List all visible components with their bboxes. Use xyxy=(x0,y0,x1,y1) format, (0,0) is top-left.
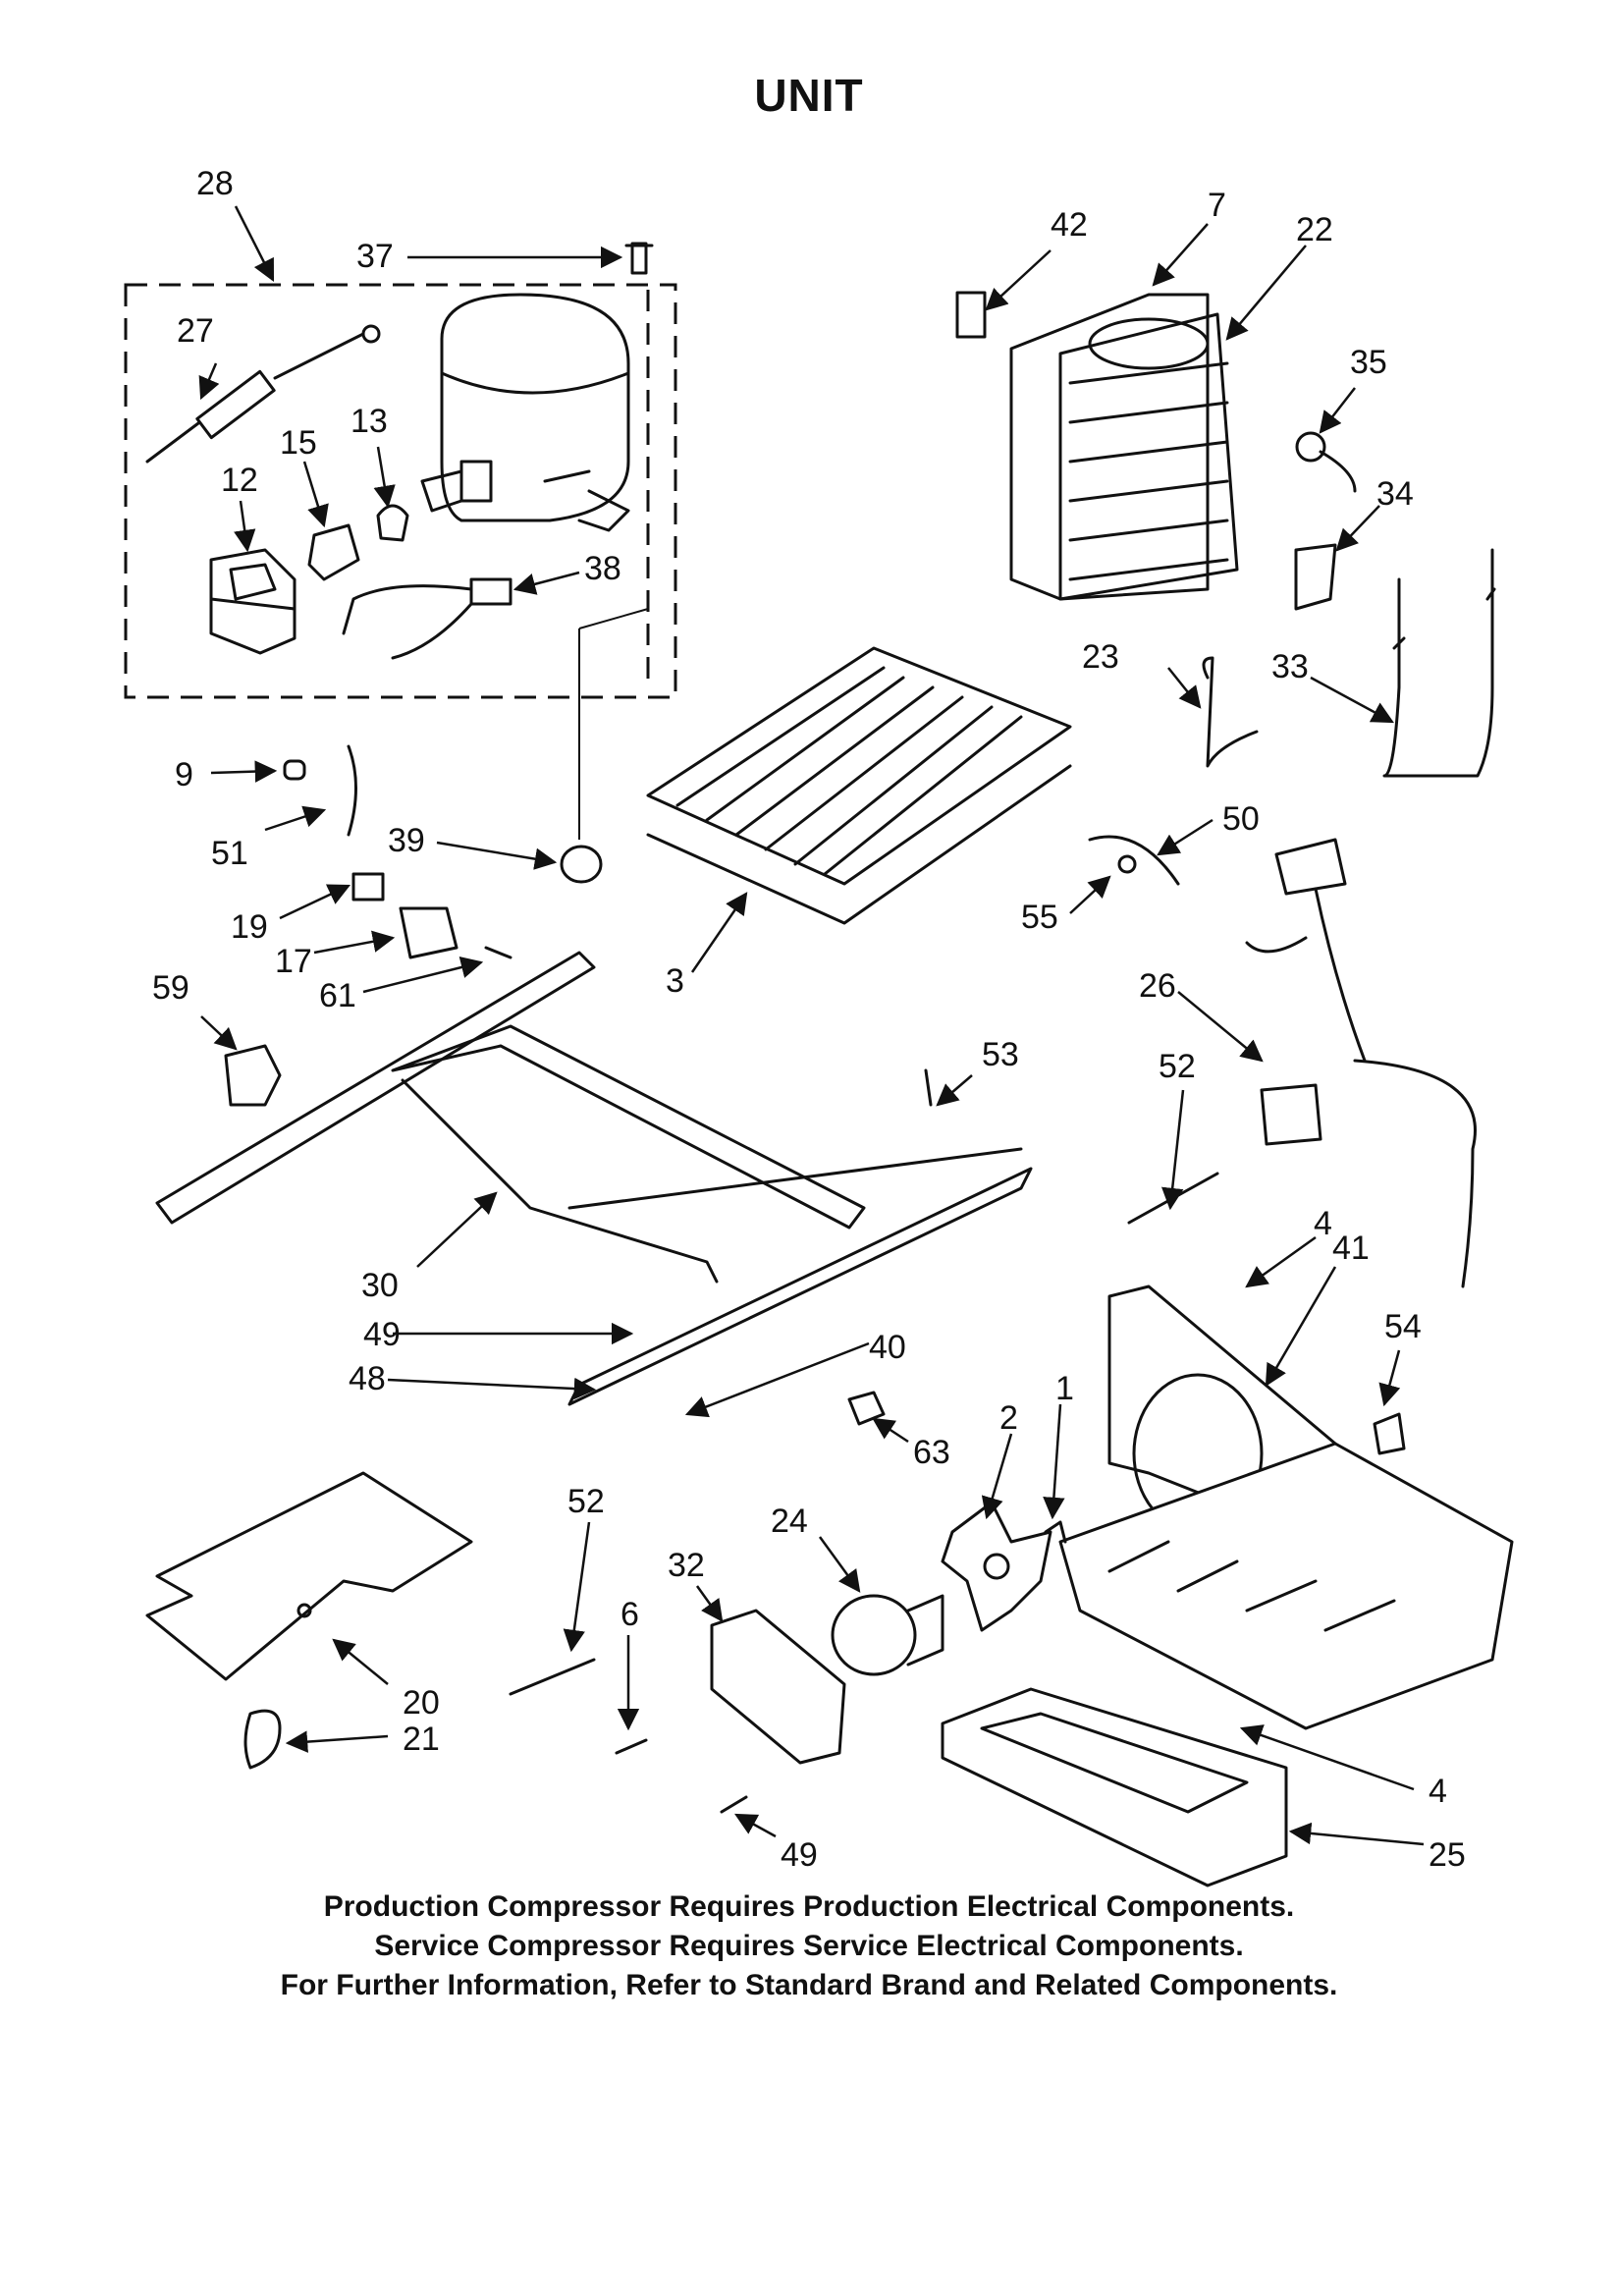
callout-59: 59 xyxy=(152,969,189,1007)
screw-6 xyxy=(615,1738,648,1755)
tie-52-lower xyxy=(509,1658,596,1696)
screw-37 xyxy=(624,242,654,275)
compressor-part xyxy=(420,293,630,532)
callout-25: 25 xyxy=(1429,1836,1466,1874)
callout-52: 52 xyxy=(1159,1048,1196,1085)
callout-32: 32 xyxy=(668,1547,705,1584)
callout-52-lower: 52 xyxy=(567,1483,605,1520)
callout-54: 54 xyxy=(1384,1308,1422,1345)
callout-48: 48 xyxy=(349,1360,386,1397)
callout-22: 22 xyxy=(1296,211,1333,248)
footer-note-2: Service Compressor Requires Service Elec… xyxy=(374,1930,1244,1962)
clip-42 xyxy=(955,291,987,339)
condenser-part xyxy=(646,646,1072,925)
callout-24: 24 xyxy=(771,1503,808,1540)
callout-28: 28 xyxy=(196,165,234,202)
base-rails xyxy=(155,951,1033,1406)
callout-17: 17 xyxy=(275,943,312,980)
callout-4-lower: 4 xyxy=(1429,1773,1447,1810)
callout-12: 12 xyxy=(221,462,258,499)
fan-motor xyxy=(831,1594,944,1676)
callout-61: 61 xyxy=(319,977,356,1014)
tube-51 xyxy=(347,744,357,837)
leader-lines xyxy=(198,205,1425,1846)
callout-40: 40 xyxy=(869,1329,906,1366)
part-17 xyxy=(399,906,458,959)
callout-21: 21 xyxy=(403,1721,440,1758)
part-54 xyxy=(1373,1412,1406,1455)
callout-6: 6 xyxy=(620,1596,639,1633)
tube-33 xyxy=(1382,548,1496,778)
spring-21 xyxy=(243,1709,282,1770)
callout-27: 27 xyxy=(177,312,214,350)
bracket-59 xyxy=(224,1044,282,1107)
grommet-39 xyxy=(560,845,603,884)
nut-63 xyxy=(847,1391,886,1426)
callout-23: 23 xyxy=(1082,638,1119,676)
bracket-32 xyxy=(710,1609,846,1765)
screw-61 xyxy=(484,946,512,959)
clip-part xyxy=(376,504,409,542)
callout-7: 7 xyxy=(1208,187,1226,224)
pad-20 xyxy=(145,1471,473,1681)
diagram-title: UNIT xyxy=(754,70,864,121)
relay-part xyxy=(209,548,297,655)
callout-2: 2 xyxy=(999,1399,1018,1437)
callout-53: 53 xyxy=(982,1036,1019,1073)
callout-9: 9 xyxy=(175,756,193,793)
start-device-part xyxy=(307,523,360,581)
wire-harness-26 xyxy=(1088,835,1477,1288)
callout-4: 4 xyxy=(1314,1205,1332,1242)
screw-49 xyxy=(720,1795,748,1814)
base-plate xyxy=(1058,1442,1514,1730)
callout-41: 41 xyxy=(1332,1230,1370,1267)
callout-19: 19 xyxy=(231,908,268,946)
harness-38 xyxy=(342,577,512,660)
callout-63: 63 xyxy=(913,1434,950,1471)
callout-13: 13 xyxy=(351,403,388,440)
fan-blade xyxy=(941,1501,1052,1632)
callout-42: 42 xyxy=(1051,206,1088,244)
callout-34: 34 xyxy=(1376,475,1414,513)
evaporator-part xyxy=(1009,293,1239,601)
screw-53 xyxy=(924,1068,933,1107)
callout-33: 33 xyxy=(1271,648,1309,685)
callout-3: 3 xyxy=(666,962,684,1000)
plug-9 xyxy=(283,759,306,781)
callout-30: 30 xyxy=(361,1267,399,1304)
callout-39: 39 xyxy=(388,822,425,859)
callout-15: 15 xyxy=(280,424,317,462)
callout-37: 37 xyxy=(356,238,394,275)
callout-20: 20 xyxy=(403,1684,440,1722)
callout-35: 35 xyxy=(1350,344,1387,381)
callout-50: 50 xyxy=(1222,800,1260,838)
callout-49-lower: 49 xyxy=(781,1836,818,1874)
callout-38: 38 xyxy=(584,550,621,587)
footer-note-1: Production Compressor Requires Productio… xyxy=(323,1890,1295,1923)
callout-49: 49 xyxy=(363,1316,401,1353)
thermostat-35 xyxy=(1295,431,1357,493)
footer-note-3: For Further Information, Refer to Standa… xyxy=(280,1969,1338,2001)
rod-23 xyxy=(1202,656,1259,768)
part-19 xyxy=(351,872,385,902)
retainer-1 xyxy=(1044,1520,1067,1544)
callout-numbers: 28 37 27 15 13 12 38 42 7 22 35 34 23 33… xyxy=(152,165,1466,1874)
callout-26: 26 xyxy=(1139,967,1176,1005)
overload-part xyxy=(145,324,381,464)
bracket-34 xyxy=(1294,543,1337,611)
callout-55: 55 xyxy=(1021,899,1058,936)
callout-1: 1 xyxy=(1055,1370,1074,1407)
drain-pan xyxy=(941,1687,1288,1887)
compressor-kit-dashed-box xyxy=(124,283,677,699)
callout-51: 51 xyxy=(211,835,248,872)
